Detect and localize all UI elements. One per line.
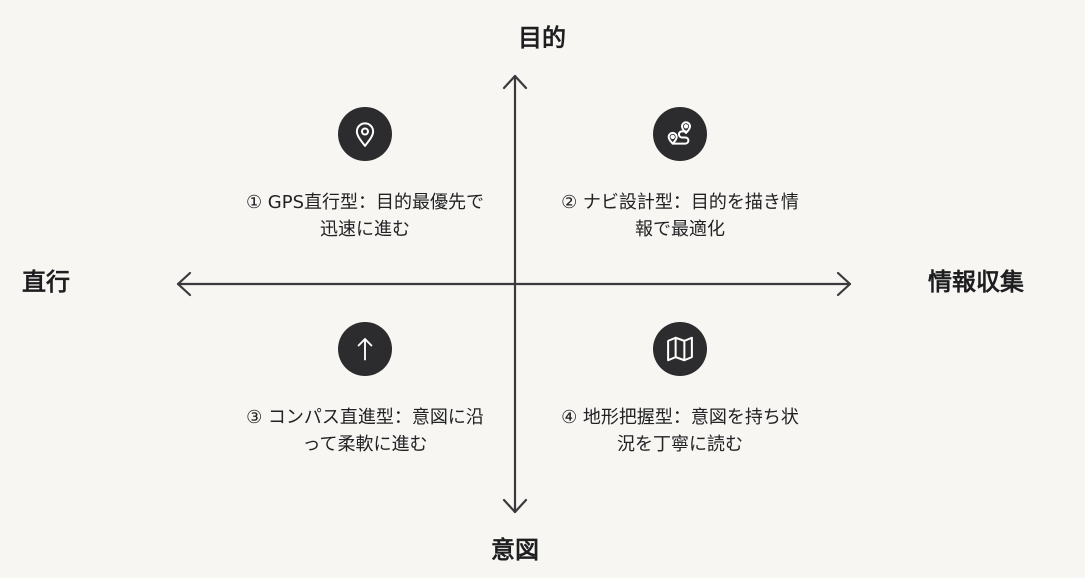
- map-icon: [653, 322, 707, 376]
- quadrant-text: ③ コンパス直進型：意図に沿って柔軟に進む: [246, 407, 484, 455]
- arrow-up-head: [502, 74, 528, 90]
- route-icon: [653, 107, 707, 161]
- map-pin-icon: [338, 107, 392, 161]
- axis-label-top: 目的: [518, 24, 566, 52]
- quadrant-text: ① GPS直行型：目的最優先で迅速に進む: [245, 192, 485, 240]
- axis-label-bottom: 意図: [491, 536, 539, 564]
- axis-label-left: 直行: [22, 268, 70, 296]
- arrow-right-head: [836, 271, 852, 297]
- quadrant-terrain-reading: ④ 地形把握型：意図を持ち状況を丁寧に読む: [550, 322, 810, 458]
- arrow-left-head: [176, 271, 192, 297]
- arrow-down-head: [502, 498, 528, 514]
- quadrant-text: ② ナビ設計型：目的を描き情報で最適化: [561, 192, 799, 240]
- arrow-up-icon: [338, 322, 392, 376]
- quadrant-compass-straight: ③ コンパス直進型：意図に沿って柔軟に進む: [235, 322, 495, 458]
- quadrant-navi-design: ② ナビ設計型：目的を描き情報で最適化: [550, 107, 810, 243]
- quadrant-gps-direct: ① GPS直行型：目的最優先で迅速に進む: [235, 107, 495, 243]
- quadrant-text: ④ 地形把握型：意図を持ち状況を丁寧に読む: [561, 407, 799, 455]
- axis-label-right: 情報収集: [928, 268, 1024, 296]
